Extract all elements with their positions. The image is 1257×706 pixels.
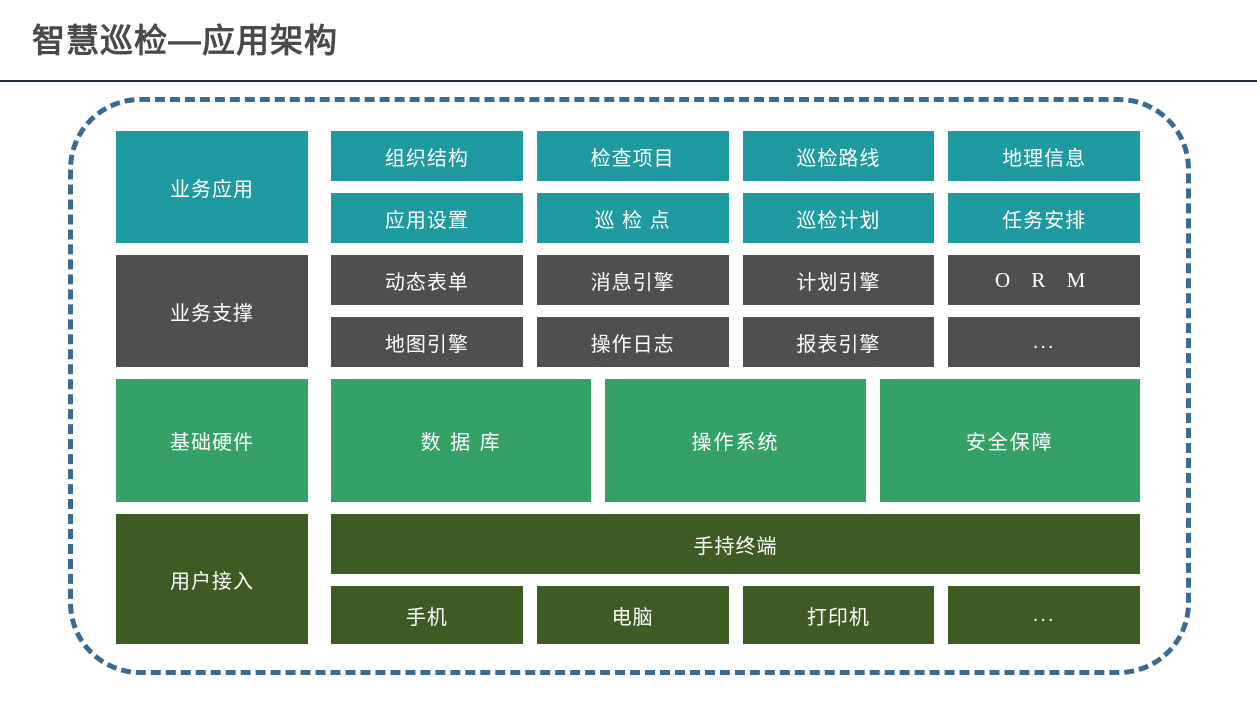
layer-business-application: 业务应用 组织结构 检查项目 巡检路线 地理信息 应用设置 巡 检 点 巡检计划… xyxy=(116,131,1140,243)
layer-label-business-application: 业务应用 xyxy=(116,131,308,243)
layer-body-business-support: 动态表单 消息引擎 计划引擎 O R M 地图引擎 操作日志 报表引擎 ... xyxy=(331,255,1140,367)
sub-row-top: 手持终端 xyxy=(331,514,1140,574)
layer-business-support: 业务支撑 动态表单 消息引擎 计划引擎 O R M 地图引擎 操作日志 报表引擎… xyxy=(116,255,1140,367)
box-inspection-item[interactable]: 检查项目 xyxy=(536,131,729,181)
layer-body-basic-hardware: 数 据 库 操作系统 安全保障 xyxy=(331,379,1140,502)
box-plan-engine[interactable]: 计划引擎 xyxy=(742,255,935,305)
box-message-engine[interactable]: 消息引擎 xyxy=(536,255,729,305)
box-mobile-phone[interactable]: 手机 xyxy=(331,586,523,644)
box-printer[interactable]: 打印机 xyxy=(742,586,935,644)
box-inspection-plan[interactable]: 巡检计划 xyxy=(742,193,935,243)
layer-label-user-access: 用户接入 xyxy=(116,514,308,644)
box-geo-information[interactable]: 地理信息 xyxy=(948,131,1140,181)
page-title: 智慧巡检—应用架构 xyxy=(32,22,338,59)
title-bar: 智慧巡检—应用架构 xyxy=(0,0,1257,82)
box-org-structure[interactable]: 组织结构 xyxy=(331,131,523,181)
layer-body-business-application: 组织结构 检查项目 巡检路线 地理信息 应用设置 巡 检 点 巡检计划 任务安排 xyxy=(331,131,1140,243)
layer-user-access: 用户接入 手持终端 手机 电脑 打印机 ... xyxy=(116,514,1140,644)
sub-row-bottom: 地图引擎 操作日志 报表引擎 ... xyxy=(331,317,1140,367)
layer-label-basic-hardware: 基础硬件 xyxy=(116,379,308,502)
box-inspection-route[interactable]: 巡检路线 xyxy=(742,131,935,181)
box-operating-system[interactable]: 操作系统 xyxy=(605,379,866,502)
sub-row-top: 组织结构 检查项目 巡检路线 地理信息 xyxy=(331,131,1140,181)
sub-row-bottom: 应用设置 巡 检 点 巡检计划 任务安排 xyxy=(331,193,1140,243)
architecture-dashed-frame xyxy=(68,97,1191,675)
box-operation-log[interactable]: 操作日志 xyxy=(536,317,729,367)
box-handheld-terminal[interactable]: 手持终端 xyxy=(331,514,1140,574)
title-divider xyxy=(0,80,1257,82)
layer-basic-hardware: 基础硬件 数 据 库 操作系统 安全保障 xyxy=(116,379,1140,502)
box-app-settings[interactable]: 应用设置 xyxy=(331,193,523,243)
box-user-access-more[interactable]: ... xyxy=(948,586,1140,644)
box-map-engine[interactable]: 地图引擎 xyxy=(331,317,523,367)
box-task-schedule[interactable]: 任务安排 xyxy=(948,193,1140,243)
box-dynamic-form[interactable]: 动态表单 xyxy=(331,255,523,305)
architecture-diagram: 业务应用 组织结构 检查项目 巡检路线 地理信息 应用设置 巡 检 点 巡检计划… xyxy=(116,131,1140,650)
layer-body-user-access: 手持终端 手机 电脑 打印机 ... xyxy=(331,514,1140,644)
box-computer[interactable]: 电脑 xyxy=(536,586,729,644)
box-inspection-point[interactable]: 巡 检 点 xyxy=(536,193,729,243)
box-security[interactable]: 安全保障 xyxy=(879,379,1140,502)
sub-row-top: 动态表单 消息引擎 计划引擎 O R M xyxy=(331,255,1140,305)
box-database[interactable]: 数 据 库 xyxy=(331,379,592,502)
sub-row-bottom: 手机 电脑 打印机 ... xyxy=(331,586,1140,644)
box-orm[interactable]: O R M xyxy=(948,255,1140,305)
layer-label-business-support: 业务支撑 xyxy=(116,255,308,367)
box-report-engine[interactable]: 报表引擎 xyxy=(742,317,935,367)
box-support-more[interactable]: ... xyxy=(948,317,1140,367)
